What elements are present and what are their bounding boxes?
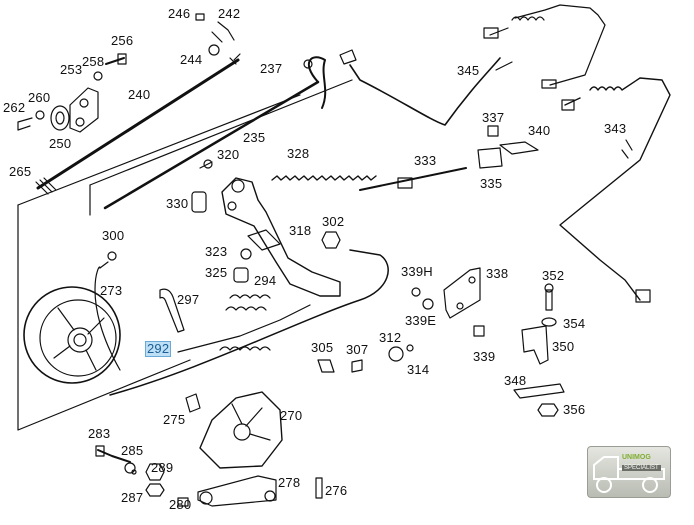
part-label-338[interactable]: 338 [486, 266, 509, 281]
part-label-339H[interactable]: 339H [401, 264, 433, 279]
part-label-305[interactable]: 305 [311, 340, 334, 355]
part-label-300[interactable]: 300 [102, 228, 125, 243]
part-label-289[interactable]: 289 [151, 460, 174, 475]
part-label-285[interactable]: 285 [121, 443, 144, 458]
part-label-323[interactable]: 323 [205, 244, 228, 259]
part-label-244[interactable]: 244 [180, 52, 203, 67]
part-label-275[interactable]: 275 [163, 412, 186, 427]
part-label-287[interactable]: 287 [121, 490, 144, 505]
part-label-348[interactable]: 348 [504, 373, 527, 388]
part-label-297[interactable]: 297 [177, 292, 200, 307]
part-label-283[interactable]: 283 [88, 426, 111, 441]
part-label-262[interactable]: 262 [3, 100, 26, 115]
part-label-339E[interactable]: 339E [405, 313, 437, 328]
part-label-253[interactable]: 253 [60, 62, 83, 77]
part-label-339[interactable]: 339 [473, 349, 496, 364]
part-label-273[interactable]: 273 [100, 283, 123, 298]
part-label-312[interactable]: 312 [379, 330, 402, 345]
part-label-320[interactable]: 320 [217, 147, 240, 162]
logo-line1: UNIMOG [622, 454, 651, 461]
part-label-260[interactable]: 260 [28, 90, 51, 105]
part-label-265[interactable]: 265 [9, 164, 32, 179]
part-label-340[interactable]: 340 [528, 123, 551, 138]
part-label-256[interactable]: 256 [111, 33, 134, 48]
part-label-258[interactable]: 258 [82, 54, 105, 69]
part-label-356[interactable]: 356 [563, 402, 586, 417]
part-label-330[interactable]: 330 [166, 196, 189, 211]
part-label-250[interactable]: 250 [49, 136, 72, 151]
part-label-302[interactable]: 302 [322, 214, 345, 229]
unimog-specialist-logo: UNIMOG SPECIALIST [587, 446, 671, 498]
part-label-307[interactable]: 307 [346, 342, 369, 357]
part-label-314[interactable]: 314 [407, 362, 430, 377]
part-label-325[interactable]: 325 [205, 265, 228, 280]
part-label-292-highlighted[interactable]: 292 [145, 341, 172, 357]
part-label-246[interactable]: 246 [168, 6, 191, 21]
part-label-352[interactable]: 352 [542, 268, 565, 283]
part-label-343[interactable]: 343 [604, 121, 627, 136]
part-label-350[interactable]: 350 [552, 339, 575, 354]
part-label-270[interactable]: 270 [280, 408, 303, 423]
part-label-242[interactable]: 242 [218, 6, 241, 21]
part-label-235[interactable]: 235 [243, 130, 266, 145]
part-label-345[interactable]: 345 [457, 63, 480, 78]
part-label-328[interactable]: 328 [287, 146, 310, 161]
part-label-237[interactable]: 237 [260, 61, 283, 76]
logo-line2: SPECIALIST [622, 465, 661, 471]
part-label-337[interactable]: 337 [482, 110, 505, 125]
truck-icon [593, 456, 665, 493]
part-label-280[interactable]: 280 [169, 497, 192, 512]
part-label-276[interactable]: 276 [325, 483, 348, 498]
part-label-278[interactable]: 278 [278, 475, 301, 490]
part-label-294[interactable]: 294 [254, 273, 277, 288]
part-label-240[interactable]: 240 [128, 87, 151, 102]
part-label-318[interactable]: 318 [289, 223, 312, 238]
part-label-335[interactable]: 335 [480, 176, 503, 191]
part-label-333[interactable]: 333 [414, 153, 437, 168]
part-label-354[interactable]: 354 [563, 316, 586, 331]
